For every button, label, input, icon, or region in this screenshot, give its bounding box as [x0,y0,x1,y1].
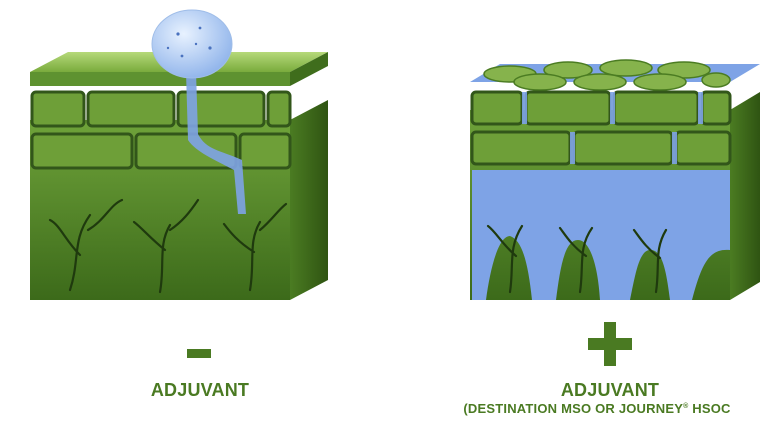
plus-icon [588,322,632,366]
with-adjuvant-label: ADJUVANT [560,380,660,400]
leaf-block-without-adjuvant [10,0,340,330]
adjuvant-product-names: (DESTINATION MSO OR JOURNEY® HSOC [430,401,764,416]
minus-icon [187,349,211,358]
adjuvant-product-names-tail: HSOC [688,401,731,416]
plus-icon-vertical-bar [604,322,616,366]
leaf-block-with-adjuvant-illustration [470,59,760,300]
leaf-block-with-adjuvant [440,0,764,330]
leaf-block-without-adjuvant-illustration [30,9,328,300]
registered-mark: ® [683,403,689,410]
without-adjuvant-label: ADJUVANT [150,380,250,400]
adjuvant-product-names-main: (DESTINATION MSO OR JOURNEY [463,401,684,416]
